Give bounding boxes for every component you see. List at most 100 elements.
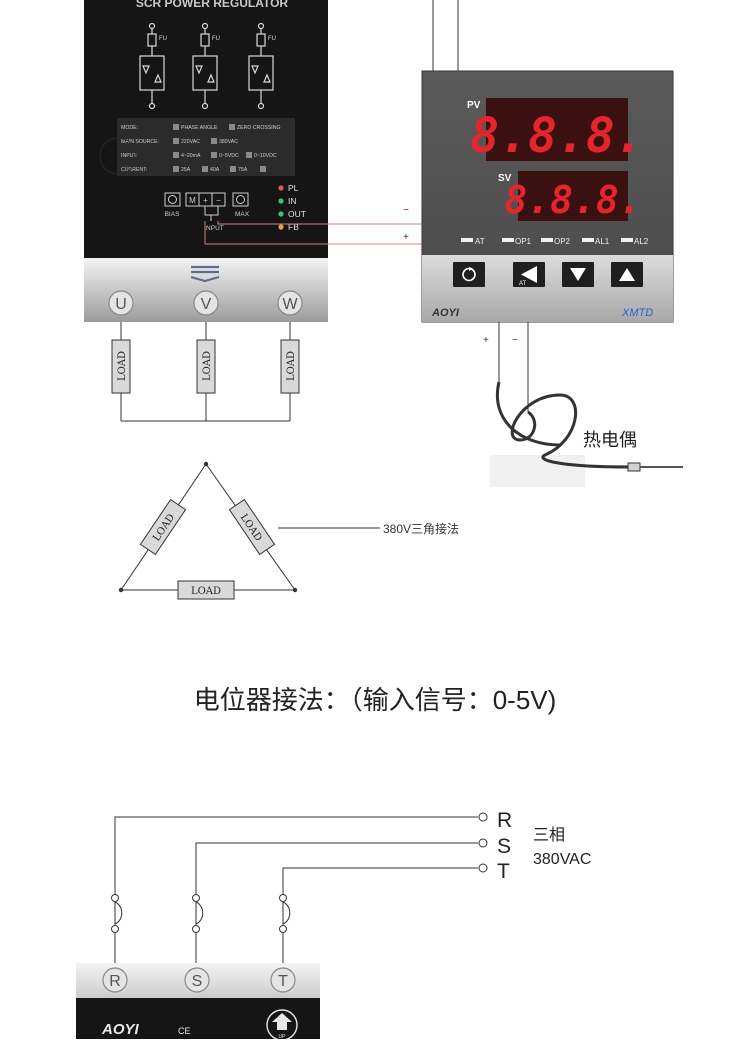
svg-text:75A: 75A [238, 167, 248, 173]
svg-text:LOAD: LOAD [117, 351, 128, 381]
svg-text:PHASE ANGLE: PHASE ANGLE [181, 125, 218, 131]
svg-text:MAIN SOURCE:: MAIN SOURCE: [121, 139, 159, 145]
led-out-icon [278, 211, 284, 217]
at-left-key[interactable]: AT [513, 262, 545, 287]
terminal-u: U [108, 290, 134, 316]
svg-text:V: V [201, 296, 212, 313]
svg-text:MODE:: MODE: [121, 125, 138, 131]
scr-regulator: SCR POWER REGULATOR FU FU [84, 0, 328, 322]
led-in-icon [278, 198, 284, 204]
bias-knob-icon [164, 192, 181, 207]
svg-text:380VAC: 380VAC [219, 139, 238, 145]
phase-s-label: S [497, 835, 511, 858]
pv-display: 8.8.8. [470, 98, 644, 164]
svg-text:UP: UP [279, 1034, 287, 1039]
fuse-label: FU [268, 36, 276, 42]
delta-caption: 380V三角接法 [383, 521, 459, 536]
signal-plus-label: + [403, 232, 409, 243]
svg-text:25A: 25A [181, 167, 191, 173]
input-minus-label: − [216, 196, 221, 205]
signal-wires [204, 221, 422, 245]
controller-model: XMTD [621, 307, 653, 319]
regulator-title: SCR POWER REGULATOR [136, 0, 289, 10]
phase-t-label: T [497, 860, 510, 883]
svg-text:8.8.8.: 8.8.8. [504, 178, 641, 222]
load-resistor-v: LOAD [196, 339, 216, 394]
left-arrow-icon [521, 266, 537, 283]
delta-connection: LOAD LOAD LOAD 380V三角接法 [118, 461, 459, 600]
svg-text:OP1: OP1 [515, 237, 532, 246]
svg-text:CURRENT:: CURRENT: [121, 167, 147, 173]
svg-text:−: − [512, 335, 518, 346]
terminal-v: V [193, 290, 219, 316]
terminal-s: S [184, 967, 210, 993]
svg-text:AL1: AL1 [595, 237, 610, 246]
terminal-r: R [102, 967, 128, 993]
svg-text:R: R [109, 973, 121, 990]
input-plus-label: + [203, 196, 208, 205]
svg-text:U: U [115, 296, 127, 313]
up-key[interactable] [611, 262, 643, 287]
pot-m-label: M [189, 196, 196, 205]
svg-text:OUT: OUT [288, 209, 306, 219]
svg-text:AT: AT [519, 281, 527, 287]
supply-label: 三相 [533, 826, 565, 844]
pv-label: PV [467, 100, 481, 111]
svg-text:AL2: AL2 [634, 237, 649, 246]
svg-text:W: W [282, 296, 298, 313]
svg-text:INPUT:: INPUT: [121, 153, 137, 159]
svg-text:+: + [483, 335, 489, 346]
svg-text:8.8.8.: 8.8.8. [470, 108, 643, 164]
status-leds: PL IN OUT FB [278, 183, 306, 232]
mounting-hole [99, 137, 137, 175]
input-terminal-block [164, 192, 249, 221]
controller-power-lines [432, 0, 459, 71]
svg-text:T: T [278, 973, 288, 990]
set-key[interactable] [453, 262, 485, 287]
section-heading: 电位器接法：（输入信号：0-5V) [194, 685, 557, 715]
load-wiring [120, 322, 291, 422]
sv-label: SV [498, 173, 512, 184]
svg-text:S: S [192, 973, 203, 990]
supply-voltage-label: 380VAC [533, 851, 591, 868]
max-label: MAX [235, 211, 250, 218]
svg-text:PL: PL [288, 183, 299, 193]
indicator-row: AT OP1 OP2 AL1 AL2 [461, 237, 649, 246]
thermocouple-label: 热电偶 [583, 430, 637, 450]
led-fb-icon [278, 224, 284, 230]
delta-load-bottom: LOAD [177, 580, 235, 600]
regulator-brand: AOYI [101, 1021, 140, 1038]
three-phase-supply [114, 812, 488, 925]
thyristor-leg-v [192, 22, 218, 110]
load-resistor-u: LOAD [111, 339, 131, 394]
thyristor-leg-u [139, 22, 165, 110]
delta-load-left: LOAD [139, 498, 187, 556]
vent-icon [190, 265, 220, 283]
svg-text:OP2: OP2 [554, 237, 571, 246]
thermocouple: + − 热电偶 [483, 322, 683, 487]
terminal-t: T [270, 967, 296, 993]
svg-text:AT: AT [475, 237, 485, 246]
svg-text:LOAD: LOAD [286, 351, 297, 381]
bias-label: BIAS [165, 211, 180, 218]
terminal-w: W [277, 290, 303, 316]
svg-text:0~10VDC: 0~10VDC [254, 153, 277, 159]
thyristor-leg-w [248, 22, 274, 110]
ce-mark: CE [178, 1026, 191, 1036]
led-pl-icon [278, 185, 284, 191]
delta-load-right: LOAD [228, 498, 276, 556]
svg-text:0~5VDC: 0~5VDC [219, 153, 239, 159]
svg-text:LOAD: LOAD [191, 586, 221, 597]
svg-text:ZERO CROSSING: ZERO CROSSING [237, 125, 281, 131]
regulator-lower: R S T AOYI CE UP [76, 963, 320, 1041]
sv-display: 8.8.8. [504, 171, 642, 222]
phase-r-label: R [497, 809, 512, 832]
max-knob-icon [232, 192, 249, 207]
fuse-label: FU [212, 36, 220, 42]
temperature-controller: PV 8.8.8. SV 8.8.8. AT OP1 OP2 AL1 AL2 A… [421, 70, 674, 323]
input-label: INPUT [204, 225, 224, 232]
phase-fuses [111, 894, 291, 963]
down-arrow-icon [570, 268, 586, 281]
down-key[interactable] [562, 262, 594, 287]
